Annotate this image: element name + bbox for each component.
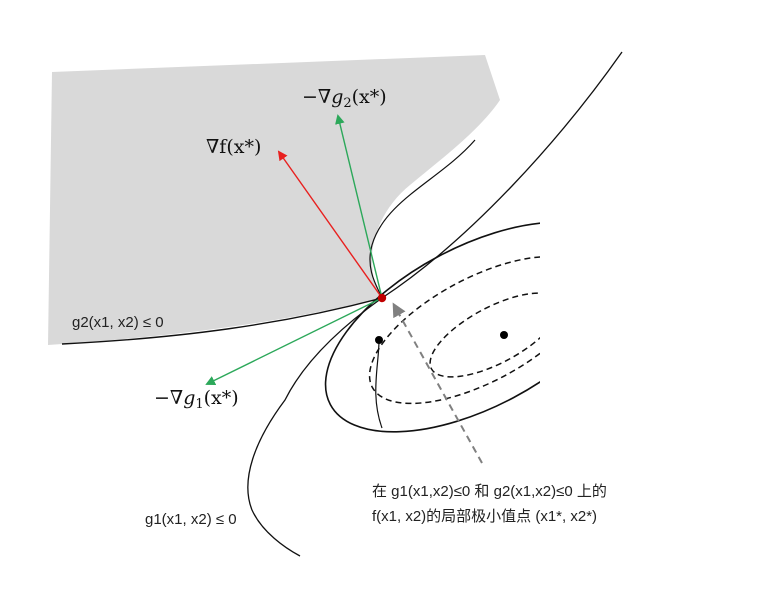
neg-grad-g2-arrow bbox=[335, 114, 383, 299]
feasible-region bbox=[48, 55, 500, 345]
neg-grad-g2-label: −∇g2(x*) bbox=[302, 86, 387, 111]
neg-grad-g1-arrow bbox=[205, 297, 383, 385]
grad-f-arrow bbox=[277, 150, 383, 299]
objective-contour-outer bbox=[324, 221, 540, 433]
objective-contour-inner bbox=[429, 292, 540, 378]
g1-curve-endpoint bbox=[375, 336, 383, 344]
g2-constraint-label: g2(x1, x2) ≤ 0 bbox=[72, 314, 164, 331]
g2-s-curve bbox=[369, 139, 476, 299]
g1-boundary-curve bbox=[247, 51, 623, 557]
local-minimum-point bbox=[377, 293, 387, 303]
unconstrained-minimum-point bbox=[500, 331, 508, 339]
g1-constraint-label: g1(x1, x2) ≤ 0 bbox=[145, 511, 237, 528]
neg-grad-g1-label: −∇g1(x*) bbox=[154, 387, 239, 412]
grad-f-label: ∇f(x*) bbox=[206, 136, 261, 158]
annotation-line-1: 在 g1(x1,x2)≤0 和 g2(x1,x2)≤0 上的 bbox=[372, 483, 607, 500]
g1-inner-curve bbox=[375, 339, 383, 429]
objective-contour-middle bbox=[368, 255, 540, 405]
annotation-line-2: f(x1, x2)的局部极小值点 (x1*, x2*) bbox=[372, 508, 597, 525]
pointer-dashed-arrow bbox=[392, 302, 483, 464]
g2-boundary-curve bbox=[61, 297, 383, 345]
